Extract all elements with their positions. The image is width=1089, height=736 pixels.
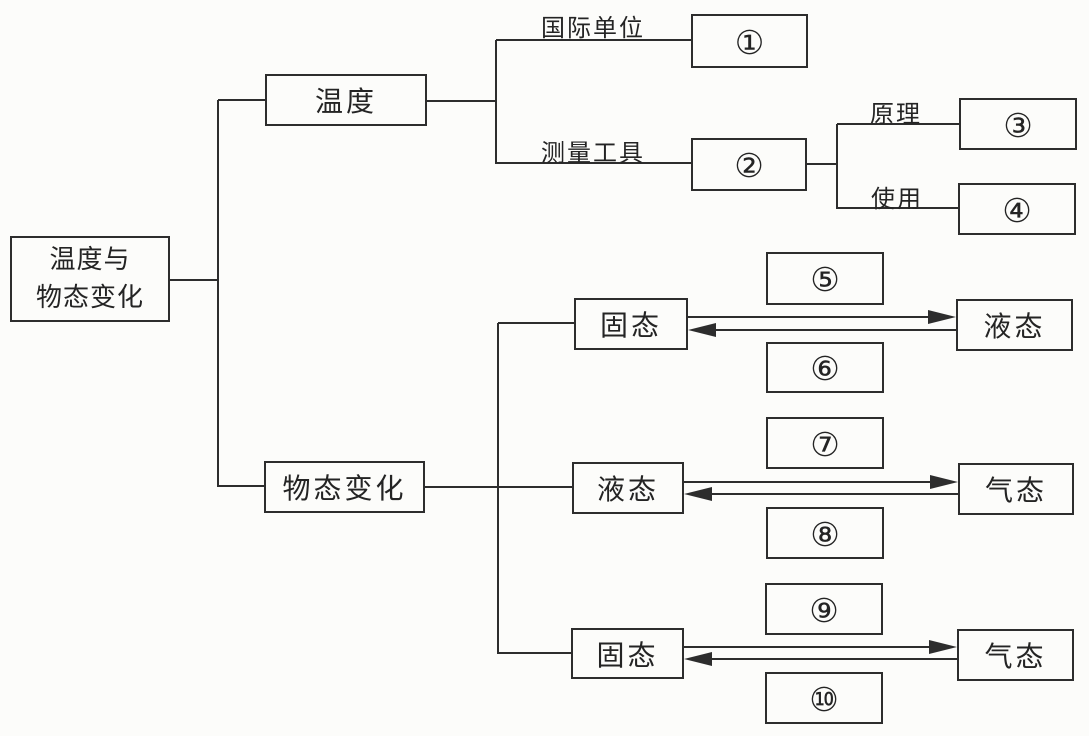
arrow-row1-forward-head [928, 310, 956, 324]
node-solid-row3: 固态 [571, 628, 684, 679]
node-solid-row1: 固态 [574, 298, 688, 350]
blank-10: ⑩ [765, 672, 883, 724]
edge-label-international-unit: 国际单位 [541, 14, 645, 42]
root-topic-line2: 物态变化 [35, 283, 144, 313]
node-state-change: 物态变化 [264, 461, 425, 513]
blank-4: ④ [958, 183, 1076, 235]
arrow-row2-backward-head [684, 487, 712, 501]
arrow-row2-forward-head [930, 475, 958, 489]
node-gas-row2: 气态 [958, 463, 1074, 515]
root-topic-line1: 温度与 [49, 245, 131, 275]
node-liquid-row2: 液态 [572, 462, 684, 514]
arrow-row3-backward-head [684, 652, 712, 666]
arrow-row1-backward-head [688, 323, 716, 337]
node-gas-row3: 气态 [957, 629, 1074, 681]
blank-9: ⑨ [765, 583, 883, 635]
node-temperature: 温度 [265, 74, 427, 126]
edge-label-principle: 原理 [870, 100, 922, 128]
edge-label-measuring-tool: 测量工具 [541, 139, 645, 167]
blank-3: ③ [959, 98, 1077, 150]
arrow-row3-forward-head [929, 640, 957, 654]
node-liquid-row1: 液态 [956, 299, 1073, 351]
blank-5: ⑤ [766, 252, 884, 305]
blank-1: ① [691, 14, 808, 68]
blank-6: ⑥ [766, 342, 884, 393]
node-root-topic: 温度与 物态变化 [10, 236, 170, 322]
edge-label-usage: 使用 [871, 185, 923, 213]
blank-8: ⑧ [766, 507, 884, 559]
blank-2: ② [691, 138, 807, 191]
blank-7: ⑦ [766, 417, 884, 469]
